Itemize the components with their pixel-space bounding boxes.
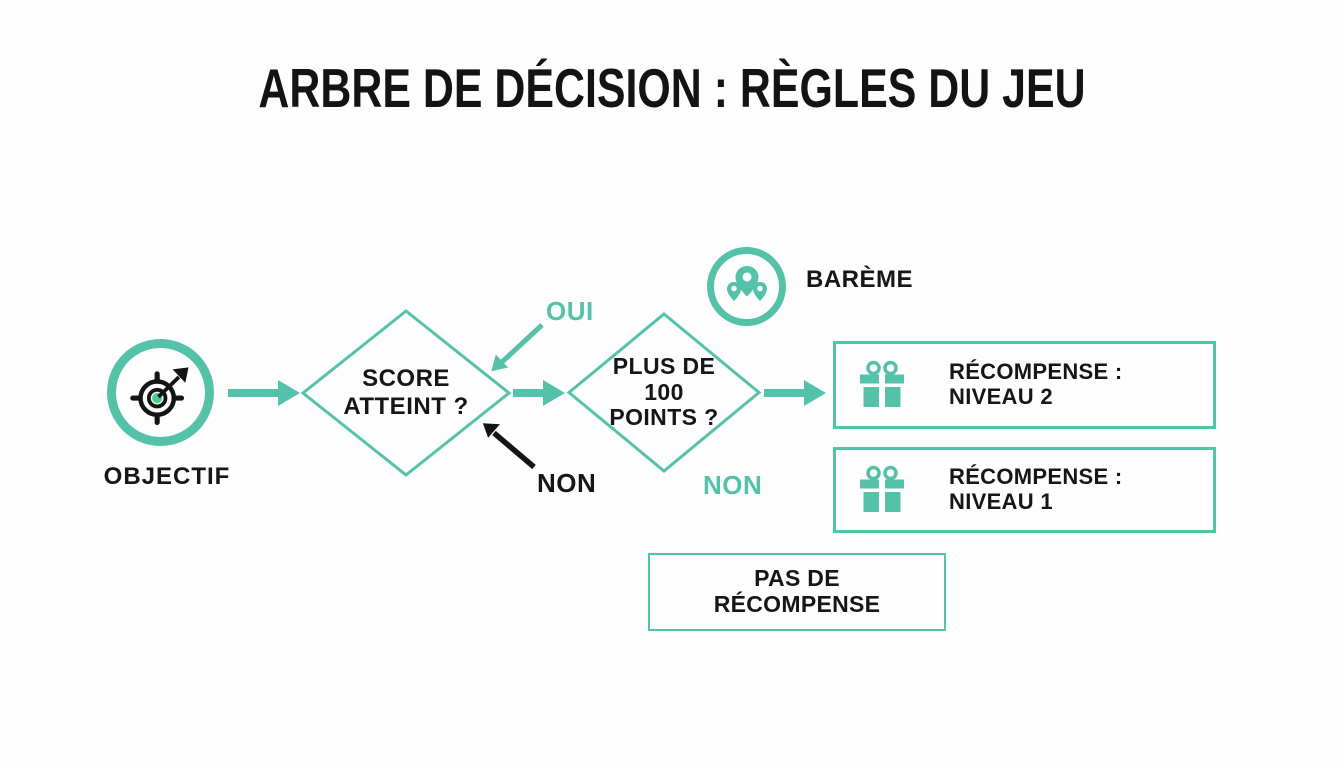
decision-points-line2: 100: [644, 378, 684, 405]
reward-level1-box: RÉCOMPENSE : NIVEAU 1: [833, 447, 1216, 533]
edge-non-points-label: NON: [703, 470, 763, 500]
decision-points-node: PLUS DE 100 POINTS ?: [566, 311, 762, 474]
arrow-shaft: [228, 389, 278, 397]
decision-score-label: SCORE ATTEINT ?: [300, 308, 512, 478]
no-reward-line2: RÉCOMPENSE: [713, 591, 881, 617]
arrow-objectif-to-score: [228, 380, 300, 406]
decision-points-line3: POINTS ?: [609, 404, 719, 431]
oui-arrow: [491, 323, 544, 372]
arrow-shaft: [764, 389, 804, 397]
arrow-score-to-points: [513, 380, 565, 406]
non-arrow: [482, 423, 536, 470]
decision-score-line1: SCORE: [362, 365, 450, 393]
target-icon: [129, 366, 189, 425]
decision-points-line1: PLUS DE: [612, 352, 716, 379]
arrow-head: [804, 380, 826, 406]
bareme-node: [707, 247, 786, 326]
page-title: ARBRE DE DÉCISION : RÈGLES DU JEU: [258, 57, 1086, 119]
diamond-shape: [300, 309, 512, 477]
decision-score-line2: ATTEINT ?: [343, 393, 469, 420]
arrow-head: [543, 380, 565, 406]
gift-icon: [860, 360, 904, 407]
reward-level1-label: RÉCOMPENSE : NIVEAU 1: [949, 465, 1123, 514]
reward-level2-box: RÉCOMPENSE : NIVEAU 2: [833, 341, 1216, 429]
reward-level1-line1: RÉCOMPENSE :: [949, 464, 1123, 490]
edge-non-score-label: NON: [537, 468, 597, 498]
reward-level2-line1: RÉCOMPENSE :: [949, 359, 1123, 385]
reward-level2-line2: NIVEAU 2: [949, 384, 1053, 409]
decision-points-label: PLUS DE 100 POINTS ?: [566, 311, 762, 474]
bareme-label: BARÈME: [806, 266, 914, 293]
diamond-shape: [566, 312, 762, 473]
arrow-shaft: [513, 389, 543, 397]
no-reward-line1: PAS DE: [754, 565, 840, 592]
objectif-label: OBJECTIF: [103, 463, 231, 490]
reward-level2-label: RÉCOMPENSE : NIVEAU 2: [949, 360, 1123, 409]
no-reward-box: PAS DE RÉCOMPENSE: [648, 553, 946, 631]
arrow-head: [278, 380, 300, 406]
arrow-points-to-reward: [764, 380, 826, 406]
decision-score-node: SCORE ATTEINT ?: [300, 308, 512, 478]
map-pins-icon: [726, 265, 767, 301]
objectif-node: [107, 339, 214, 446]
gift-icon: [860, 465, 904, 512]
reward-level1-line2: NIVEAU 1: [949, 489, 1053, 514]
edge-oui-label: OUI: [546, 296, 594, 326]
